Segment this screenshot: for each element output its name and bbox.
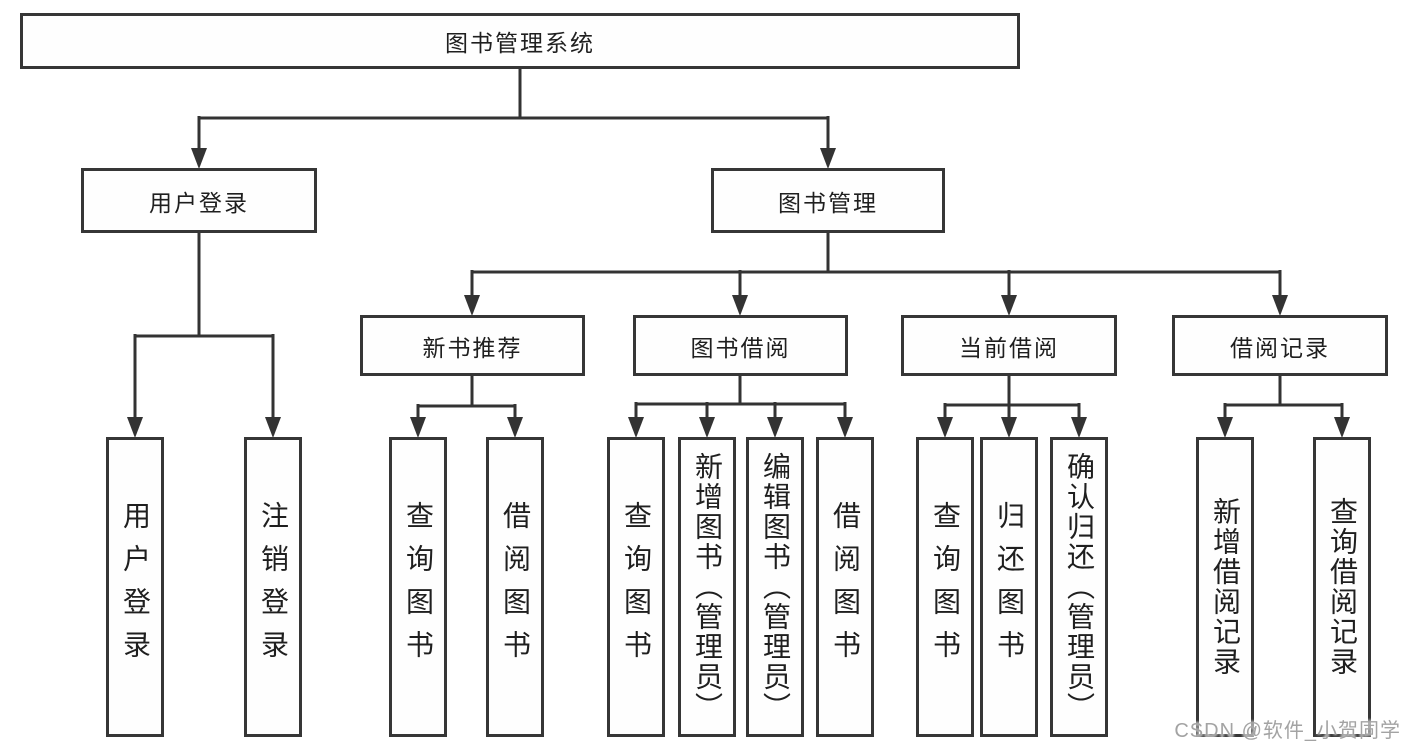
leaf-add-borrow-record-label: 新增借阅记录 bbox=[1210, 497, 1241, 677]
leaf-borrow-query-book-label: 查询图书 bbox=[621, 501, 652, 673]
leaf-return-book: 归还图书 bbox=[980, 437, 1038, 737]
node-root: 图书管理系统 bbox=[20, 13, 1020, 69]
leaf-recommend-borrow-book-label: 借阅图书 bbox=[500, 501, 531, 673]
leaf-query-borrow-record-label: 查询借阅记录 bbox=[1327, 497, 1358, 677]
leaf-add-book-admin: 新增图书（管理员） bbox=[678, 437, 736, 737]
node-current-borrow: 当前借阅 bbox=[901, 315, 1117, 376]
leaf-borrow-borrow-book-label: 借阅图书 bbox=[830, 501, 861, 673]
node-new-book-recommend-label: 新书推荐 bbox=[422, 334, 523, 361]
leaf-edit-book-admin: 编辑图书（管理员） bbox=[746, 437, 804, 737]
leaf-recommend-query-book-label: 查询图书 bbox=[403, 501, 434, 673]
leaf-return-book-label: 归还图书 bbox=[994, 501, 1025, 673]
node-new-book-recommend: 新书推荐 bbox=[360, 315, 585, 376]
leaf-edit-book-admin-label: 编辑图书（管理员） bbox=[760, 452, 791, 722]
node-user-login: 用户登录 bbox=[81, 168, 317, 233]
leaf-recommend-borrow-book: 借阅图书 bbox=[486, 437, 544, 737]
leaf-add-book-admin-label: 新增图书（管理员） bbox=[692, 452, 723, 722]
node-book-borrow: 图书借阅 bbox=[633, 315, 848, 376]
leaf-logout-label: 注销登录 bbox=[258, 501, 289, 673]
leaf-borrow-query-book: 查询图书 bbox=[607, 437, 665, 737]
node-current-borrow-label: 当前借阅 bbox=[959, 334, 1059, 361]
leaf-user-login: 用户登录 bbox=[106, 437, 164, 737]
leaf-confirm-return-admin: 确认归还（管理员） bbox=[1050, 437, 1108, 737]
leaf-query-borrow-record: 查询借阅记录 bbox=[1313, 437, 1371, 737]
node-book-borrow-label: 图书借阅 bbox=[690, 334, 791, 361]
leaf-logout: 注销登录 bbox=[244, 437, 302, 737]
leaf-borrow-borrow-book: 借阅图书 bbox=[816, 437, 874, 737]
csdn-watermark: CSDN @软件_小贺同学 bbox=[1174, 720, 1401, 742]
node-root-label: 图书管理系统 bbox=[445, 30, 595, 56]
leaf-user-login-label: 用户登录 bbox=[120, 501, 151, 673]
node-book-management: 图书管理 bbox=[711, 168, 945, 233]
node-book-management-label: 图书管理 bbox=[778, 189, 878, 216]
node-user-login-label: 用户登录 bbox=[149, 189, 249, 216]
leaf-recommend-query-book: 查询图书 bbox=[389, 437, 447, 737]
leaf-current-query-book-label: 查询图书 bbox=[930, 501, 961, 673]
leaf-add-borrow-record: 新增借阅记录 bbox=[1196, 437, 1254, 737]
leaf-confirm-return-admin-label: 确认归还（管理员） bbox=[1064, 452, 1095, 722]
node-borrow-records-label: 借阅记录 bbox=[1230, 334, 1330, 361]
node-borrow-records: 借阅记录 bbox=[1172, 315, 1388, 376]
leaf-current-query-book: 查询图书 bbox=[916, 437, 974, 737]
